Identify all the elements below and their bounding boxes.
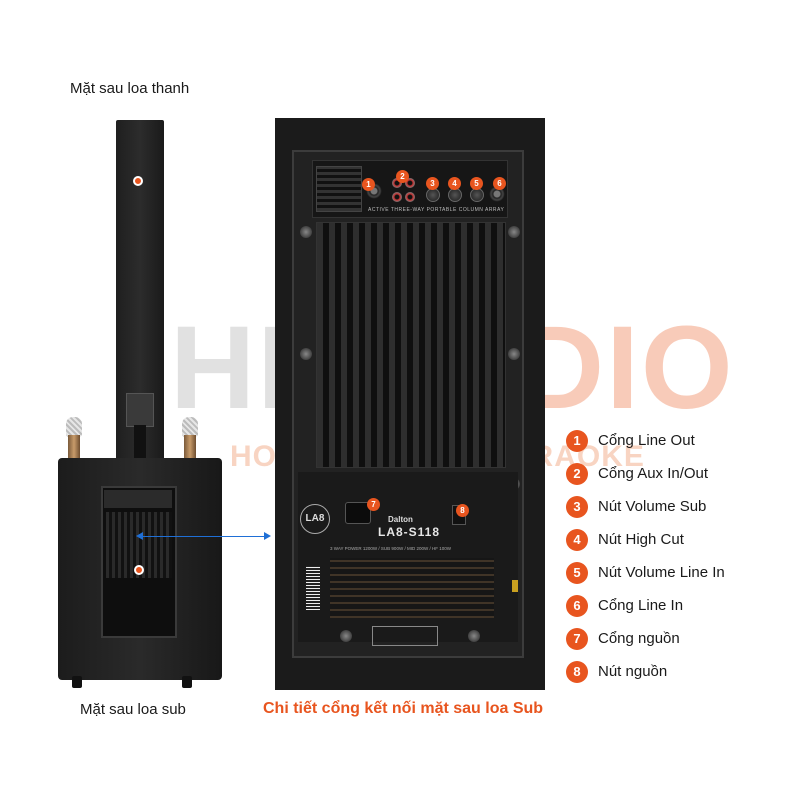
panel-caption: Chi tiết cổng kết nối mặt sau loa Sub: [263, 700, 544, 717]
legend-number: 1: [566, 430, 588, 452]
legend-text: Cổng Aux In/Out: [598, 465, 709, 482]
column-marker-dot: [133, 176, 143, 186]
aux-rca-4: [405, 192, 415, 202]
screw: [300, 226, 312, 238]
amp-strip-text: ACTIVE THREE-WAY PORTABLE COLUMN ARRAY: [368, 207, 505, 213]
legend-item: 6 Cổng Line In: [566, 595, 786, 621]
legend-text: Nút Volume Sub: [598, 498, 707, 515]
high-cut-knob: [448, 188, 462, 202]
power-socket: [345, 502, 371, 524]
legend-number: 8: [566, 661, 588, 683]
info-sticker: [372, 626, 438, 646]
barcode-sticker: [306, 566, 320, 610]
vent-grille: [330, 558, 494, 618]
legend-number: 5: [566, 562, 588, 584]
legend-text: Cổng nguồn: [598, 630, 680, 647]
callout-3: 3: [426, 177, 439, 190]
column-back-label: Mặt sau loa thanh: [70, 80, 190, 97]
wheel-right: [182, 676, 192, 688]
screw: [508, 348, 520, 360]
la8-badge: LA8: [300, 504, 330, 534]
volume-sub-knob: [426, 188, 440, 202]
legend-item: 7 Cổng nguồn: [566, 628, 786, 654]
aux-rca-1: [392, 178, 402, 188]
legend-text: Cổng Line In: [598, 597, 684, 614]
yellow-tag: [512, 580, 518, 592]
brand-logo: Dalton: [388, 515, 413, 524]
model-label: LA8-S118: [378, 525, 441, 539]
callout-2: 2: [396, 170, 409, 183]
screw: [468, 630, 480, 642]
legend-item: 2 Cổng Aux In/Out: [566, 463, 786, 489]
fan-icon: [316, 166, 362, 212]
legend-item: 1 Cổng Line Out: [566, 430, 786, 456]
legend-item: 8 Nút nguồn: [566, 661, 786, 687]
callout-1: 1: [362, 178, 375, 191]
legend-text: Nút Volume Line In: [598, 564, 725, 581]
legend-number: 7: [566, 628, 588, 650]
line-in-jack: [489, 186, 505, 202]
callout-5: 5: [470, 177, 483, 190]
sub-back-label: Mặt sau loa sub: [80, 701, 186, 718]
column-neck: [134, 425, 146, 463]
legend-text: Nút High Cut: [598, 531, 684, 548]
subwoofer-marker-dot: [134, 565, 144, 575]
volume-line-in-knob: [470, 188, 484, 202]
callout-8: 8: [456, 504, 469, 517]
legend-number: 4: [566, 529, 588, 551]
callout-4: 4: [448, 177, 461, 190]
aux-rca-3: [392, 192, 402, 202]
subwoofer-panel-top: [104, 490, 172, 508]
legend-text: Nút nguồn: [598, 663, 668, 680]
legend-item: 5 Nút Volume Line In: [566, 562, 786, 588]
column-plate: [126, 393, 154, 427]
legend-item: 3 Nút Volume Sub: [566, 496, 786, 522]
legend-number: 3: [566, 496, 588, 518]
screw: [300, 348, 312, 360]
callout-6: 6: [493, 177, 506, 190]
spec-line: 3 WAY POWER 1200W / SUB 900W / MID 200W …: [330, 546, 451, 551]
aux-rca-2: [405, 178, 415, 188]
screw: [508, 226, 520, 238]
callout-7: 7: [367, 498, 380, 511]
legend-number: 2: [566, 463, 588, 485]
screw: [340, 630, 352, 642]
legend-item: 4 Nút High Cut: [566, 529, 786, 555]
heatsink: [316, 222, 506, 468]
wheel-left: [72, 676, 82, 688]
legend-text: Cổng Line Out: [598, 432, 695, 449]
legend-number: 6: [566, 595, 588, 617]
